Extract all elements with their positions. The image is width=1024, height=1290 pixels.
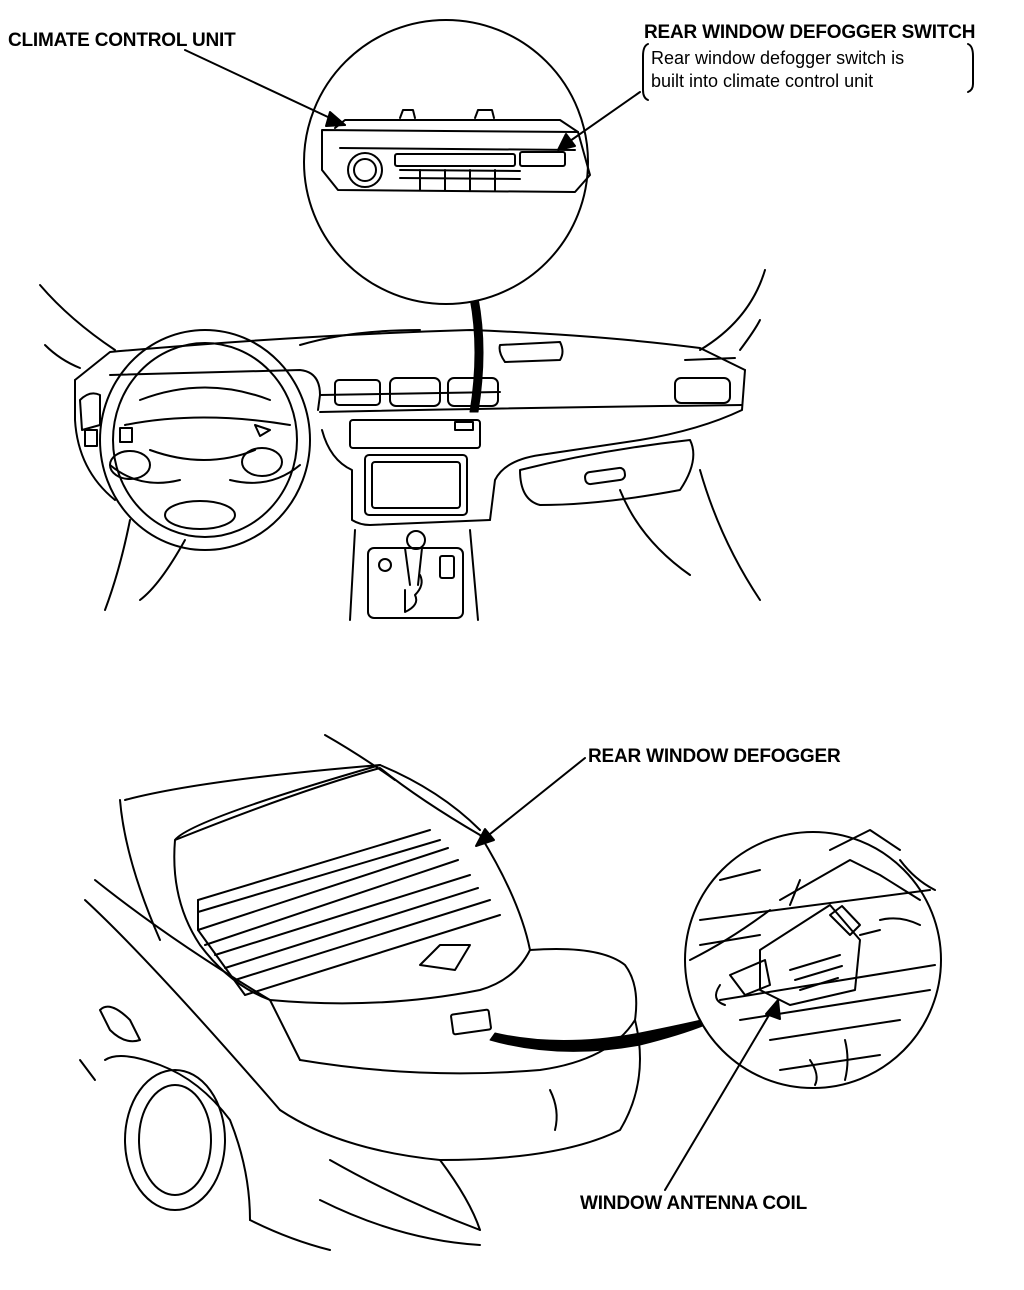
defogger-switch-arrowhead bbox=[557, 133, 576, 151]
switch-note-line-2: built into climate control unit bbox=[651, 71, 874, 91]
rear-window-defogger-switch-label: REAR WINDOW DEFOGGER SWITCH bbox=[644, 22, 976, 43]
climate-unit-arrowhead bbox=[325, 111, 346, 127]
climate-control-unit-label: CLIMATE CONTROL UNIT bbox=[8, 30, 236, 51]
switch-note-line-1: Rear window defogger switch is bbox=[651, 48, 905, 68]
car-rear-drawing bbox=[79, 734, 641, 1251]
coil-leader-band bbox=[489, 1017, 711, 1052]
dash-leader-band bbox=[469, 297, 484, 413]
antenna-coil-leader bbox=[664, 1004, 776, 1191]
climate-unit-leader bbox=[184, 49, 346, 126]
rear-defogger-leader bbox=[479, 757, 586, 843]
defogger-switch-leader bbox=[559, 91, 641, 149]
window-antenna-coil-label: WINDOW ANTENNA COIL bbox=[580, 1193, 807, 1214]
rear-defogger-arrowhead bbox=[475, 828, 495, 847]
dashboard-drawing bbox=[39, 269, 766, 621]
climate-unit-detail bbox=[303, 19, 591, 305]
rear-window-defogger-label: REAR WINDOW DEFOGGER bbox=[588, 746, 841, 767]
antenna-coil-detail bbox=[684, 829, 942, 1089]
antenna-coil-arrowhead bbox=[765, 999, 781, 1020]
